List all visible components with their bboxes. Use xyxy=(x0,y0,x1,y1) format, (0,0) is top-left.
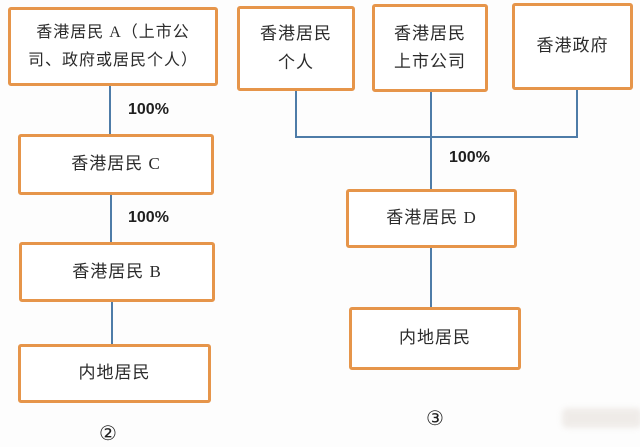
figure-label-3: ③ xyxy=(426,408,444,430)
box-hk-listed-company-line1: 香港居民 xyxy=(394,23,466,43)
box-hk-resident-a: 香港居民 A（上市公 司、政府或居民个人） xyxy=(8,7,218,86)
watermark-smudge xyxy=(562,408,640,428)
connector-d-to-mainland xyxy=(430,248,432,308)
box-hk-listed-company-line2: 上市公司 xyxy=(394,52,466,71)
box-mainland-resident-right: 内地居民 xyxy=(349,307,521,370)
box-hk-resident-c: 香港居民 C xyxy=(18,134,214,195)
box-hk-resident-a-line2: 司、政府或居民个人） xyxy=(27,51,198,69)
box-hk-individual: 香港居民 个人 xyxy=(237,6,355,91)
connector-individual-drop xyxy=(295,91,297,137)
box-mainland-resident-left-label: 内地居民 xyxy=(78,363,151,383)
connector-b-to-mainland xyxy=(111,302,113,344)
connector-a-to-c xyxy=(109,86,111,134)
figure-label-2: ② xyxy=(99,423,117,445)
connector-government-drop xyxy=(576,90,578,137)
box-hk-government-label: 香港政府 xyxy=(536,36,609,56)
box-hk-resident-a-line1: 香港居民 A（上市公 xyxy=(36,23,190,41)
box-hk-resident-c-label: 香港居民 C xyxy=(71,154,161,174)
edge-label-joint-to-d: 100% xyxy=(449,149,490,166)
box-hk-resident-b-label: 香港居民 B xyxy=(72,261,162,281)
box-mainland-resident-right-label: 内地居民 xyxy=(399,328,471,348)
box-hk-resident-b: 香港居民 B xyxy=(19,242,215,302)
connector-join-bar xyxy=(295,136,578,138)
box-hk-individual-line1: 香港居民 xyxy=(260,24,332,44)
connector-listed-company-drop xyxy=(430,92,432,190)
edge-label-c-to-b: 100% xyxy=(128,209,169,226)
connector-c-to-b xyxy=(110,195,112,242)
box-hk-individual-line2: 个人 xyxy=(278,52,314,72)
box-hk-resident-d: 香港居民 D xyxy=(346,189,517,248)
box-hk-listed-company: 香港居民 上市公司 xyxy=(372,4,488,92)
edge-label-a-to-c: 100% xyxy=(128,101,169,118)
box-hk-government: 香港政府 xyxy=(512,3,633,90)
box-hk-resident-d-label: 香港居民 D xyxy=(386,208,477,228)
box-mainland-resident-left: 内地居民 xyxy=(18,344,211,403)
